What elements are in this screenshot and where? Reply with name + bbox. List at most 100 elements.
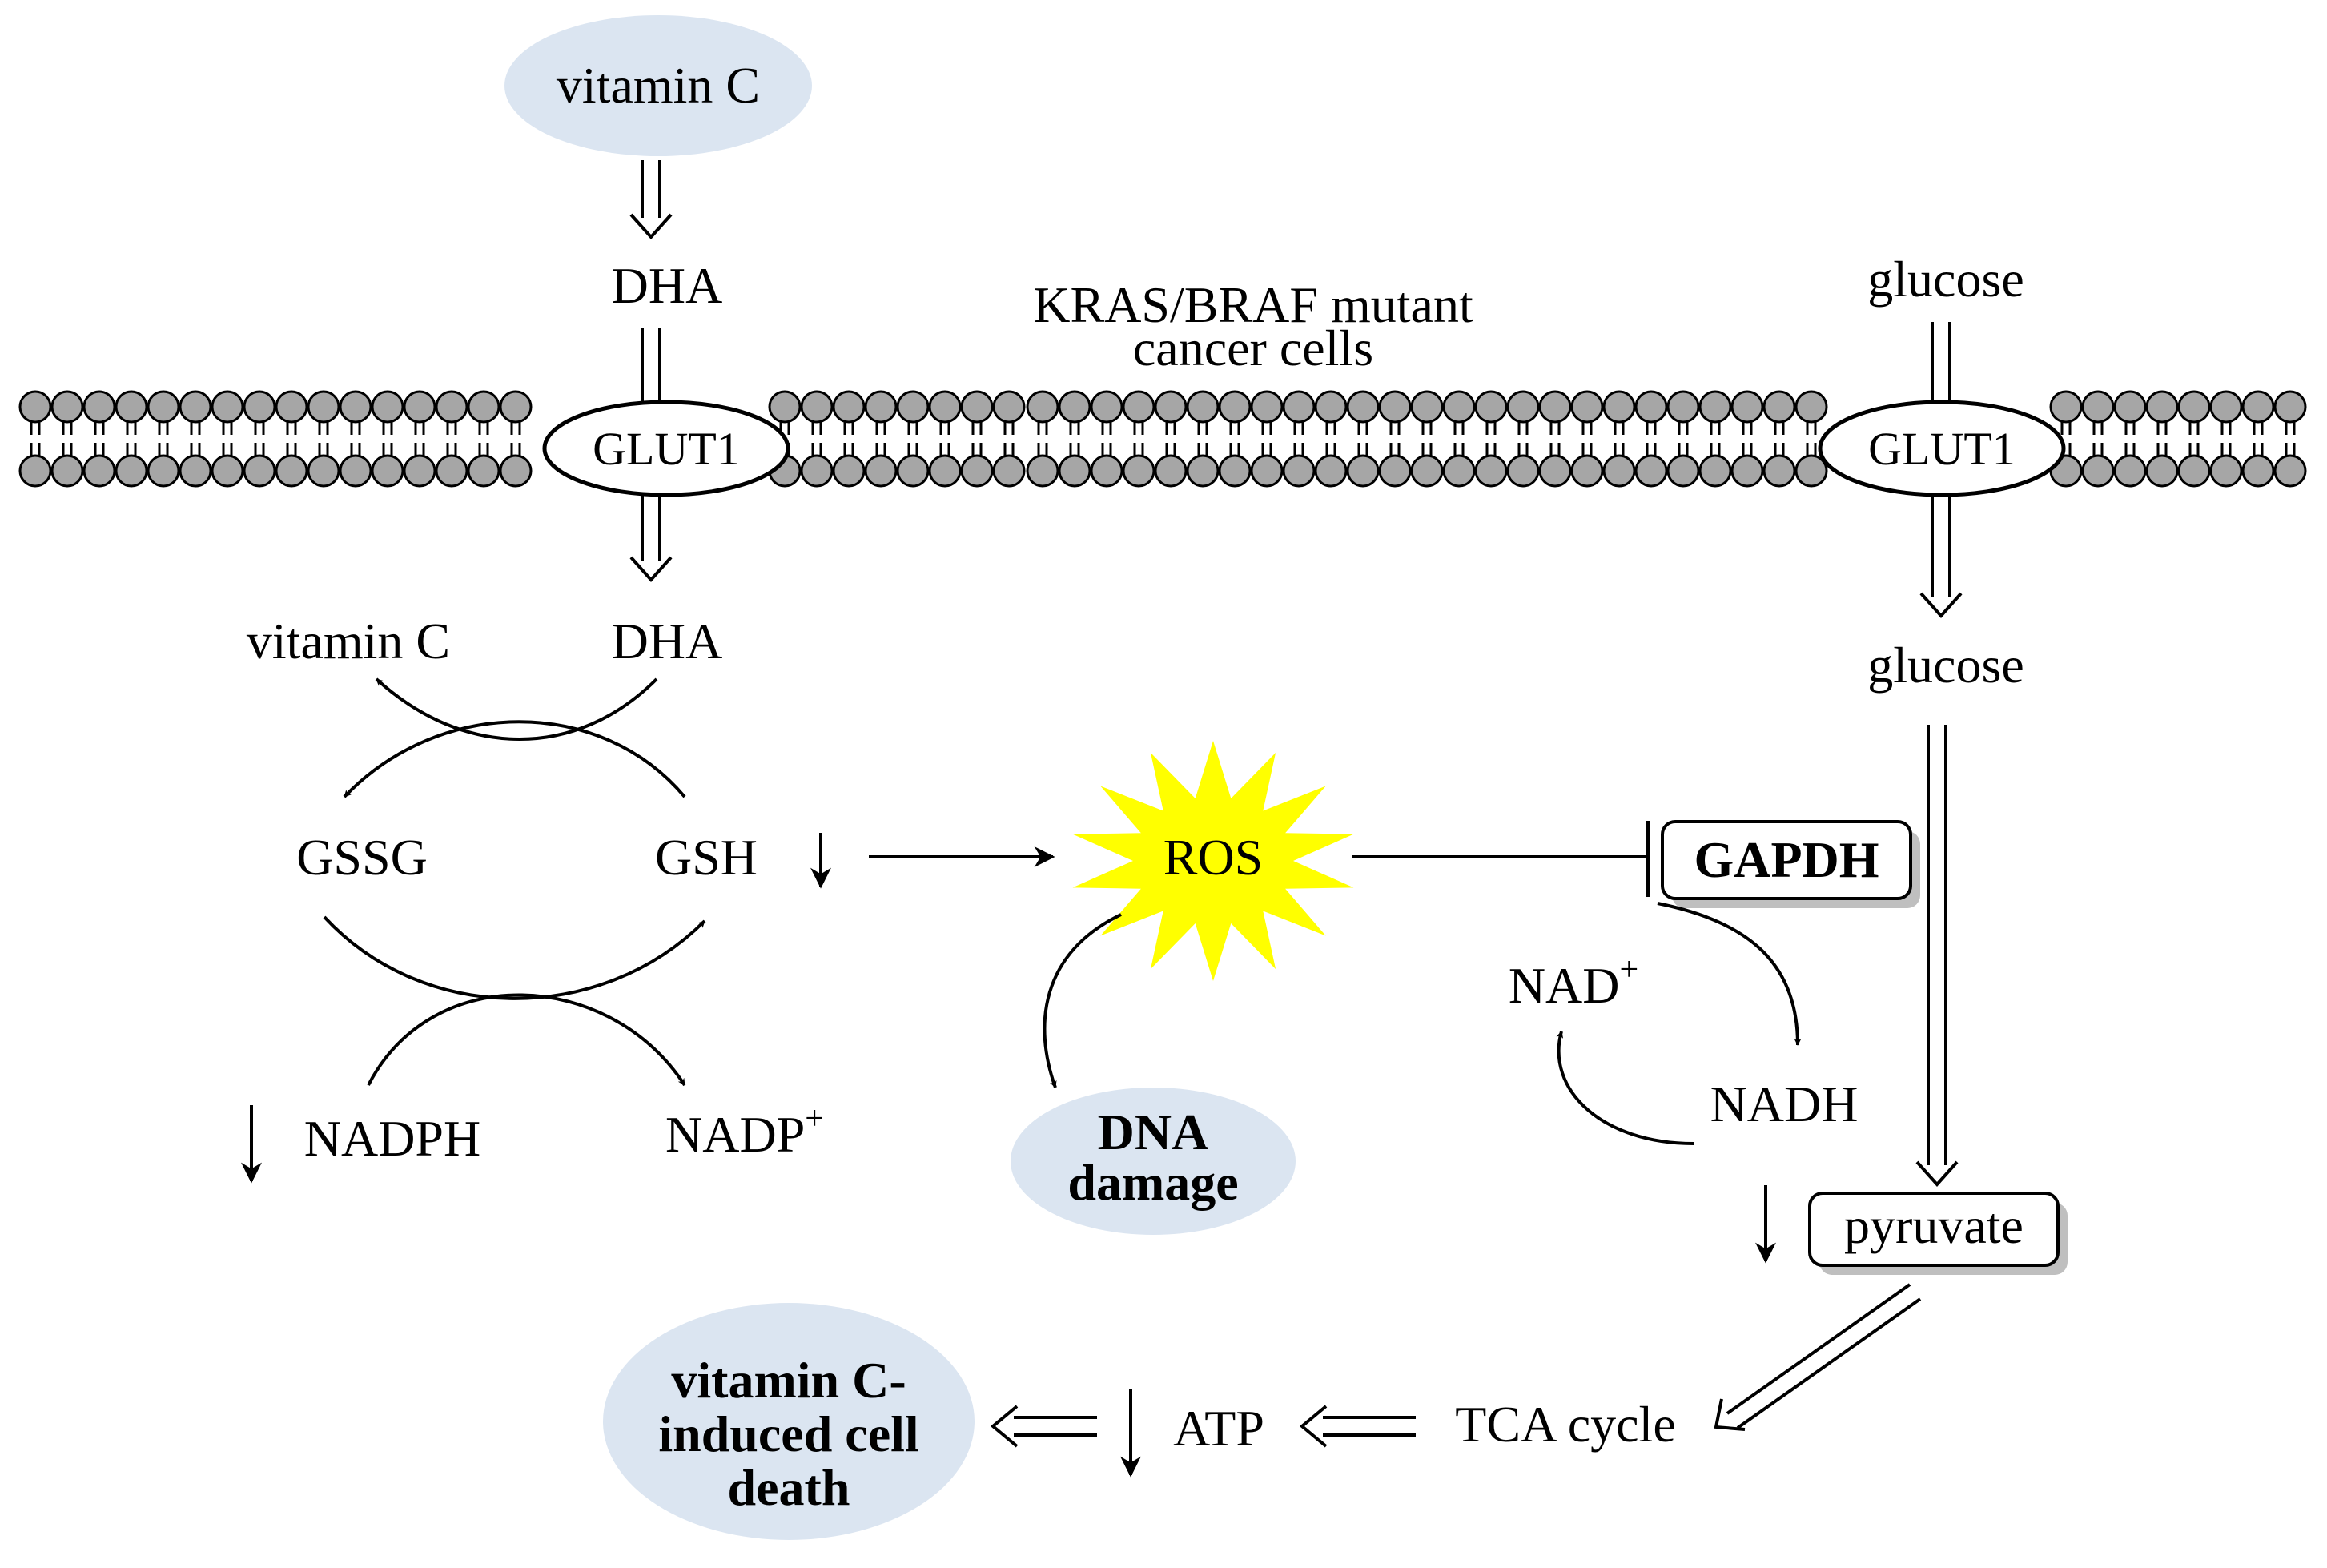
lipid-head [1698, 454, 1732, 488]
lipid-head [1474, 454, 1508, 488]
gapdh-label: GAPDH [1694, 831, 1879, 888]
lipid-head [1442, 390, 1476, 424]
glut1-left-transporter: GLUT1 [542, 400, 790, 497]
lipid-head [435, 390, 468, 424]
lipid-head [2049, 390, 2083, 424]
nadph-label: NADPH [304, 1110, 480, 1167]
lipid-head [2273, 390, 2307, 424]
inhibition-ros-to-gapdh [1352, 821, 1650, 897]
lipid-head [1442, 454, 1476, 488]
dha-inside-label: DHA [612, 613, 723, 669]
lipid-head [1314, 454, 1348, 488]
gapdh-box: GAPDH [1661, 820, 1920, 908]
lipid-head [243, 390, 276, 424]
lipid-head [339, 390, 372, 424]
lipid-head [18, 390, 52, 424]
lipid-head [1410, 390, 1444, 424]
hollow-arrow-glucose-to-pyruvate [1915, 725, 1959, 1188]
glut1-right-transporter: GLUT1 [1818, 400, 2066, 497]
arrow-gapdh-to-nadh [1657, 902, 1802, 1046]
lipid-head [307, 390, 340, 424]
cell-death-line2: induced cell [658, 1405, 918, 1462]
lipid-head [1474, 390, 1508, 424]
lipid-head [928, 454, 962, 488]
cell-death-ellipse [603, 1303, 975, 1540]
lipid-head [1506, 454, 1540, 488]
lipid-head [50, 390, 84, 424]
double-line-dha-glut1 [641, 328, 661, 402]
dha-outside-label: DHA [612, 257, 723, 314]
lipid-head [864, 390, 898, 424]
ros-starburst [1072, 741, 1354, 981]
nad-text: NAD [1509, 957, 1620, 1014]
lipid-head [1250, 390, 1284, 424]
lipid-head [307, 454, 340, 488]
lipid-head [1090, 454, 1123, 488]
glucose-outside-label: glucose [1867, 251, 2024, 308]
nadh-label: NADH [1710, 1075, 1859, 1132]
lipid-head [1506, 390, 1540, 424]
arrow-dha-to-vitc [375, 677, 658, 741]
dna-damage-ellipse [1011, 1088, 1296, 1235]
lipid-head [179, 454, 212, 488]
lipid-head [1378, 390, 1412, 424]
nadp-superscript: + [805, 1100, 824, 1137]
lipid-head [1218, 454, 1252, 488]
ros-label: ROS [1164, 829, 1264, 886]
lipid-head [2081, 390, 2115, 424]
nadp-text: NADP [665, 1106, 805, 1163]
lipid-head [435, 454, 468, 488]
lipid-head [371, 454, 404, 488]
lipid-head [1794, 390, 1828, 424]
atp-label: ATP [1173, 1400, 1264, 1457]
arrow-nadh-to-nad [1556, 1031, 1694, 1145]
lipid-head [1122, 454, 1155, 488]
lipid-head [115, 390, 148, 424]
lipid-head [275, 390, 308, 424]
lipid-head [896, 390, 930, 424]
lipid-head [467, 454, 500, 488]
lipid-head [403, 390, 436, 424]
glut1-left-label: GLUT1 [593, 423, 740, 475]
lipid-head [1058, 454, 1091, 488]
lipid-head [2209, 390, 2243, 424]
hollow-arrow-glut1-to-dha [629, 495, 673, 583]
double-line-glucose-glut1 [1931, 322, 1951, 402]
lipid-head [928, 390, 962, 424]
lipid-head [1762, 454, 1796, 488]
cell-membrane [18, 390, 2307, 488]
lipid-head [18, 454, 52, 488]
lipid-head [211, 390, 244, 424]
lipid-head [82, 454, 116, 488]
lipid-head [1794, 454, 1828, 488]
lipid-head [1666, 390, 1700, 424]
lipid-head [1730, 454, 1764, 488]
pyruvate-box: pyruvate [1808, 1192, 2068, 1275]
lipid-head [1186, 390, 1220, 424]
lipid-head [832, 454, 866, 488]
lipid-head [2241, 390, 2275, 424]
lipid-head [1058, 390, 1091, 424]
lipid-head [2177, 390, 2211, 424]
hollow-arrow-vitc-to-dha [629, 160, 673, 240]
arrow-gssg-to-gsh [323, 915, 706, 1000]
lipid-head [147, 390, 180, 424]
diagram-title-line2: cancer cells [1133, 320, 1373, 376]
lipid-head [1762, 390, 1796, 424]
lipid-head [50, 454, 84, 488]
lipid-head [2177, 454, 2211, 488]
lipid-head [1698, 390, 1732, 424]
lipid-head [768, 390, 802, 424]
cell-death-line3: death [728, 1459, 850, 1516]
lipid-head [115, 454, 148, 488]
lipid-head [2081, 454, 2115, 488]
lipid-head [1410, 454, 1444, 488]
lipid-head [467, 390, 500, 424]
nad-superscript: + [1619, 951, 1638, 988]
vitamin-c-inside-label: vitamin C [247, 613, 450, 669]
lipid-head [82, 390, 116, 424]
lipid-head [2145, 454, 2179, 488]
lipid-head [339, 454, 372, 488]
